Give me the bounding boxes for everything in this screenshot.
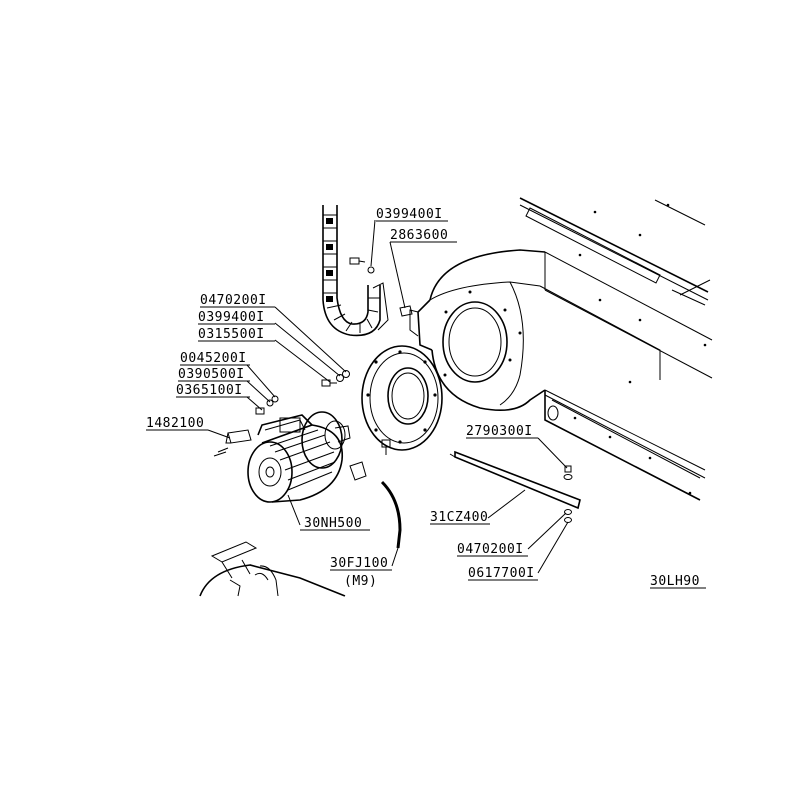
machine-frame: [519, 197, 713, 501]
label-30NH500: 30NH500: [304, 516, 362, 531]
leader-lines: [207, 219, 569, 574]
label-2790300I: 2790300I: [466, 424, 533, 439]
label-0315500I: 0315500I: [198, 327, 265, 342]
label-0399400I-left: 0399400I: [198, 310, 265, 325]
bolts-washers: [255, 370, 350, 415]
adapter-flange: [361, 345, 443, 451]
flat-bar: [449, 450, 581, 523]
terminal-block: [213, 429, 252, 457]
label-M9: (M9): [344, 574, 377, 589]
hub-fitting: [381, 439, 391, 455]
label-30FJ100: 30FJ100: [330, 556, 388, 571]
label-0617700I: 0617700I: [468, 566, 535, 581]
electric-motor: [247, 411, 367, 503]
drawing-code: 30LH90: [650, 574, 700, 589]
label-0365100I: 0365100I: [176, 383, 243, 398]
label-0399400I-top: 0399400I: [376, 207, 443, 222]
drag-chain: [322, 205, 389, 337]
label-0390500I: 0390500I: [178, 367, 245, 382]
lower-left-assembly: [199, 541, 346, 598]
part-labels: 0399400I 2863600 0470200I 0399400I 03155…: [146, 207, 706, 589]
label-1482100: 1482100: [146, 416, 204, 431]
fan-housing: [409, 249, 546, 411]
label-2863600: 2863600: [390, 228, 448, 243]
label-31CZ400: 31CZ400: [430, 510, 488, 525]
label-0470200I-right: 0470200I: [457, 542, 524, 557]
chain-screws: [349, 257, 413, 317]
label-0470200I-left: 0470200I: [200, 293, 267, 308]
flexible-cable: [380, 480, 402, 549]
label-0045200I: 0045200I: [180, 351, 247, 366]
